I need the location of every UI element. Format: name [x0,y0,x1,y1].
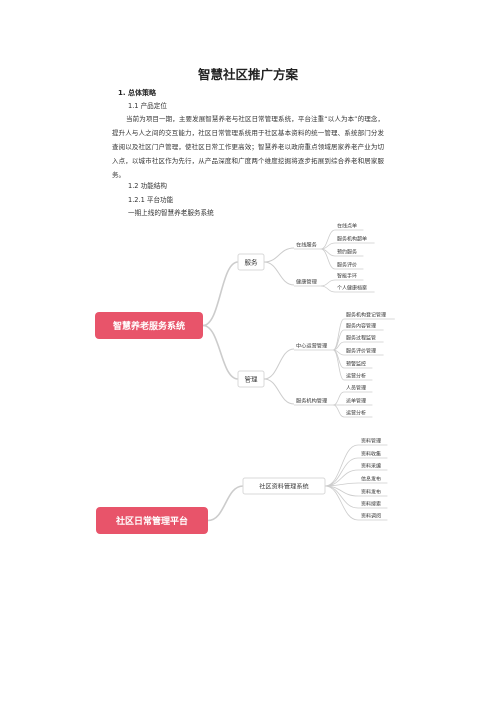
mindmap-group-label: 在线服务 [296,241,317,249]
mindmap-group-label: 服务机构管理 [296,397,328,405]
mindmap-branch-label: 服务 [245,258,259,267]
mindmap2-connector [207,485,244,522]
mindmap-connector [202,261,239,327]
mindmap-connector [263,247,295,263]
mindmap-leaf-label: 服务过程监管 [346,335,376,342]
phase1-caption: 一期上线的智慧养老服务系统 [128,209,214,217]
page-title: 智慧社区推广方案 [197,67,298,82]
subsection-1-2-1: 1.2.1 平台功能 [128,196,174,204]
mindmap-connector [333,404,345,418]
mindmap-leaf-label: 运营分析 [346,410,366,417]
mindmap-root-node [95,312,203,339]
mindmap-connector [263,378,295,405]
mindmap2-leaf-label: 资料调阅 [361,513,381,520]
mindmap-connector [333,391,345,406]
mindmap2-leaf-label: 资料采编 [361,463,381,470]
mindmap-group-label: 中心运营管理 [296,342,328,350]
subsection-1-2: 1.2 功能结构 [128,182,167,190]
mindmap2-connector [324,444,359,487]
mindmap-leaf-label: 运营分析 [346,373,366,380]
mindmap2-leaf-label: 信息发布 [361,476,381,483]
mindmap-connector [320,279,336,287]
mindmap-leaf-label: 智能手环 [337,273,357,280]
mindmap2-connector [324,485,359,521]
mindmap-leaf-label: 服务评价 [337,262,357,269]
subsection-1-1: 1.1 产品定位 [128,102,167,110]
mindmap-connector [320,248,336,270]
mindmap-connector [263,261,295,286]
mindmap2-connector [324,485,359,509]
mindmap-leaf-label: 预警监控 [346,361,366,368]
mindmap-root-label: 智慧养老服务系统 [113,320,185,332]
mindmap-leaf-label: 服务机构超单 [337,236,367,243]
mindmap2-leaf-label: 资料收集 [361,451,381,458]
mindmap-leaf-label: 服务内容管理 [346,323,376,330]
mindmap-connector [332,349,345,381]
mindmap-leaf-label: 派单管理 [346,398,366,405]
mindmap2-leaf-label: 资料发布 [361,489,381,496]
mindmap2-branch-label: 社区资料管理系统 [259,483,309,491]
mindmap-leaf-label: 服务评价管理 [346,348,376,355]
mindmap2-leaf-label: 资料搜索 [361,501,381,508]
mindmap-connector [263,348,295,380]
mindmap-connector [202,324,239,380]
mindmap2-connector [324,457,359,487]
mindmap-group-label: 健康管理 [296,278,318,286]
mindmap2-leaf-label: 资料管理 [361,438,381,445]
mindmap2-root-label: 社区日常管理平台 [115,515,188,527]
mindmap-branch-label: 管理 [245,375,259,384]
mindmap2-root-node [96,507,208,534]
mindmap-leaf-label: 服务机构登记管理 [346,312,386,319]
mindmap-leaf-label: 预约服务 [337,249,357,256]
section-heading-1: 1. 总体策略 [118,89,156,97]
body-paragraph: 当前为项目一期，主要发展智慧养老与社区日常管理系统，平台注重“以人为本”的理念，… [112,115,384,179]
mindmap-connector [320,285,336,293]
mindmap-leaf-label: 在线点单 [337,223,357,230]
mindmap-leaf-label: 人员管理 [346,385,366,392]
mindmap-leaf-label: 个人健康档案 [337,285,367,292]
